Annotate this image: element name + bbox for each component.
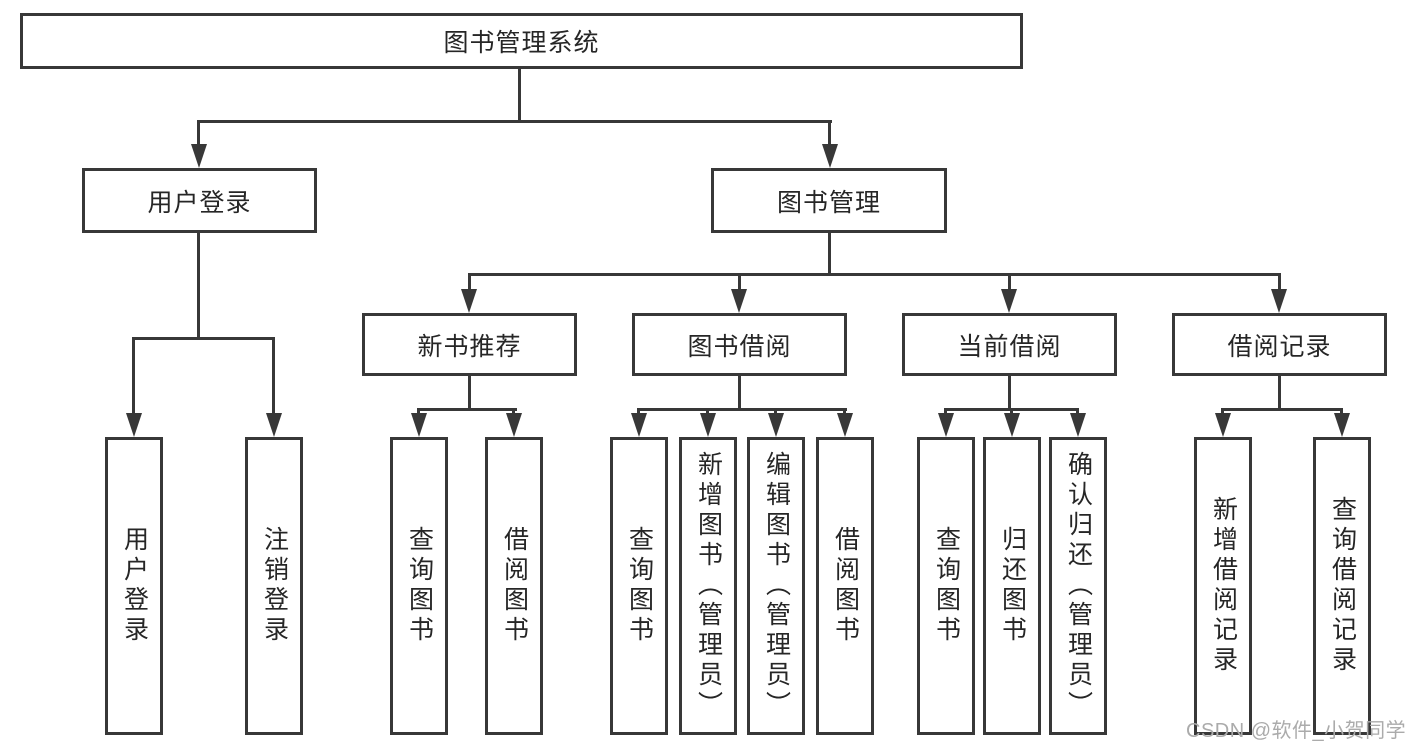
- arrow-down-icon: [631, 413, 647, 437]
- connector-line: [132, 337, 135, 417]
- connector-line: [637, 408, 847, 411]
- connector-line: [1278, 374, 1281, 411]
- leaf-borrow-books-borrowing: 借阅图书: [816, 437, 874, 735]
- leaf-logout: 注销登录: [245, 437, 303, 735]
- leaf-query-books-borrowing: 查询图书: [610, 437, 668, 735]
- arrow-down-icon: [700, 413, 716, 437]
- leaf-query-borrow-record: 查询借阅记录: [1313, 437, 1371, 735]
- arrow-down-icon: [1070, 413, 1086, 437]
- connector-line: [828, 231, 831, 276]
- connector-line: [1278, 273, 1281, 293]
- leaf-edit-books-admin: 编辑图书（管理员）: [747, 437, 805, 735]
- arrow-down-icon: [506, 413, 522, 437]
- arrow-down-icon: [1215, 413, 1231, 437]
- connector-line: [468, 273, 471, 293]
- arrow-down-icon: [938, 413, 954, 437]
- connector-line: [1008, 374, 1011, 411]
- connector-line: [417, 408, 517, 411]
- arrow-down-icon: [1004, 413, 1020, 437]
- node-user-login: 用户登录: [82, 168, 317, 233]
- connector-line: [738, 374, 741, 411]
- leaf-query-books-recommend: 查询图书: [390, 437, 448, 735]
- node-borrowing-records: 借阅记录: [1172, 313, 1387, 376]
- connector-line: [1221, 408, 1343, 411]
- connector-line: [738, 273, 741, 293]
- arrow-down-icon: [1001, 289, 1017, 313]
- arrow-down-icon: [461, 289, 477, 313]
- node-current-borrowing: 当前借阅: [902, 313, 1117, 376]
- arrow-down-icon: [822, 144, 838, 168]
- connector-line: [828, 120, 831, 146]
- leaf-query-books-current: 查询图书: [917, 437, 975, 735]
- arrow-down-icon: [768, 413, 784, 437]
- connector-line: [1008, 273, 1011, 293]
- leaf-return-books: 归还图书: [983, 437, 1041, 735]
- arrow-down-icon: [411, 413, 427, 437]
- connector-line: [197, 231, 200, 340]
- arrow-down-icon: [731, 289, 747, 313]
- node-book-borrowing: 图书借阅: [632, 313, 847, 376]
- arrow-down-icon: [126, 413, 142, 437]
- watermark-text: CSDN @软件_小贺同学: [1186, 720, 1405, 742]
- node-library-management-system: 图书管理系统: [20, 13, 1023, 69]
- leaf-confirm-return-admin: 确认归还（管理员）: [1049, 437, 1107, 735]
- leaf-user-login: 用户登录: [105, 437, 163, 735]
- connector-line: [197, 120, 200, 146]
- connector-line: [272, 337, 275, 417]
- connector-line: [197, 120, 832, 123]
- leaf-borrow-books-recommend: 借阅图书: [485, 437, 543, 735]
- node-new-book-recommend: 新书推荐: [362, 313, 577, 376]
- connector-line: [468, 273, 1281, 276]
- connector-line: [518, 68, 521, 123]
- leaf-add-books-admin: 新增图书（管理员）: [679, 437, 737, 735]
- arrow-down-icon: [1271, 289, 1287, 313]
- node-book-management: 图书管理: [711, 168, 947, 233]
- leaf-add-borrow-record: 新增借阅记录: [1194, 437, 1252, 735]
- arrow-down-icon: [1334, 413, 1350, 437]
- connector-line: [468, 374, 471, 411]
- arrow-down-icon: [837, 413, 853, 437]
- arrow-down-icon: [191, 144, 207, 168]
- connector-line: [132, 337, 275, 340]
- arrow-down-icon: [266, 413, 282, 437]
